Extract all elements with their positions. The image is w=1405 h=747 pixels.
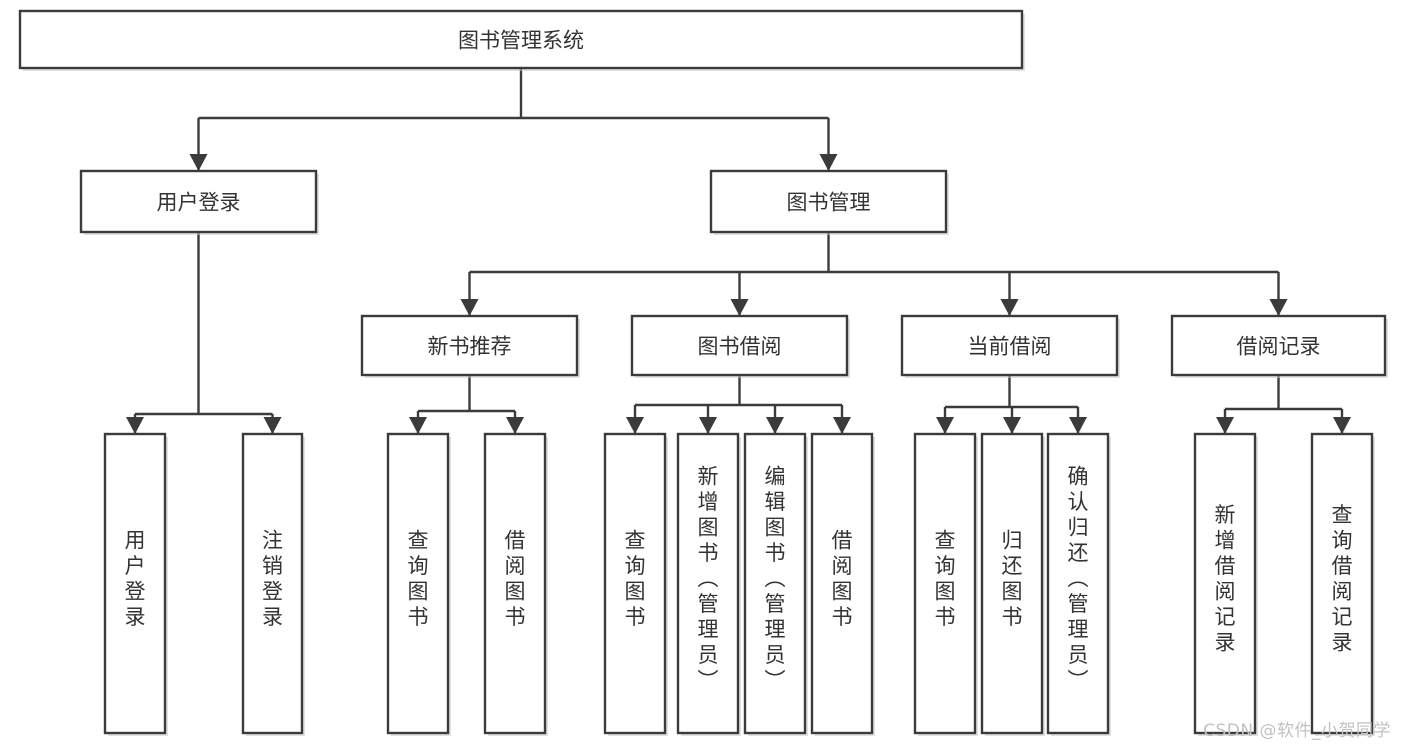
- node-label: 借阅记录: [1237, 335, 1321, 359]
- node-rect[interactable]: [386, 432, 450, 735]
- node-label: 用户登录: [125, 528, 146, 629]
- node-rect[interactable]: [79, 169, 318, 234]
- node-label: 借阅图书: [832, 528, 853, 629]
- node-rect[interactable]: [1046, 432, 1110, 735]
- node-leaf-borrow-book[interactable]: 借阅图书: [810, 432, 875, 736]
- node-leaf-borrow-book-rec[interactable]: 借阅图书: [483, 432, 548, 736]
- node-rect[interactable]: [18, 9, 1024, 70]
- node-new-book-rec[interactable]: 新书推荐: [360, 314, 580, 378]
- node-label: 确认归还︵管理员︶: [1068, 465, 1089, 693]
- arrow-head: [819, 154, 838, 171]
- arrow-head: [1003, 417, 1021, 434]
- arrow-head: [626, 417, 644, 434]
- node-rect[interactable]: [1310, 432, 1374, 735]
- node-leaf-query-book-borrow[interactable]: 查询图书: [603, 432, 668, 736]
- node-rect[interactable]: [810, 432, 874, 735]
- node-leaf-query-book-rec[interactable]: 查询图书: [386, 432, 451, 736]
- node-label: 查询图书: [408, 528, 429, 629]
- arrow-head: [1069, 417, 1087, 434]
- node-rect[interactable]: [1193, 432, 1257, 735]
- arrow-head: [1216, 417, 1234, 434]
- node-leaf-logout[interactable]: 注销登录: [241, 432, 305, 736]
- node-rect[interactable]: [709, 169, 948, 234]
- arrow-head: [936, 417, 954, 434]
- connector-layer: [126, 68, 1351, 434]
- node-leaf-user-login[interactable]: 用户登录: [103, 432, 168, 736]
- node-label: 编辑图书︵管理员︶: [765, 465, 786, 693]
- arrow-head: [1000, 299, 1019, 316]
- node-rect[interactable]: [483, 432, 547, 735]
- node-label: 新增借阅记录: [1215, 503, 1236, 655]
- arrow-head: [263, 417, 282, 434]
- node-root[interactable]: 图书管理系统: [18, 9, 1025, 71]
- node-label: 查询图书: [625, 528, 646, 629]
- arrow-head: [460, 299, 479, 316]
- arrow-head: [1333, 417, 1351, 434]
- node-rect[interactable]: [676, 432, 740, 735]
- node-label: 查询借阅记录: [1332, 503, 1353, 655]
- node-leaf-edit-book[interactable]: 编辑图书︵管理员︶: [743, 432, 808, 736]
- node-user-login[interactable]: 用户登录: [79, 169, 319, 235]
- node-leaf-add-record[interactable]: 新增借阅记录: [1193, 432, 1258, 736]
- node-book-borrow[interactable]: 图书借阅: [630, 314, 850, 378]
- node-rect[interactable]: [103, 432, 167, 735]
- node-label: 当前借阅: [968, 335, 1052, 359]
- node-label: 注销登录: [262, 528, 283, 629]
- node-rect[interactable]: [900, 314, 1119, 377]
- node-label: 新增图书︵管理员︶: [698, 465, 719, 693]
- node-label: 查询图书: [935, 528, 956, 629]
- arrow-head: [1269, 299, 1288, 316]
- node-rect[interactable]: [241, 432, 304, 735]
- node-rect[interactable]: [360, 314, 579, 377]
- node-label: 用户登录: [157, 191, 241, 215]
- arrow-head: [189, 154, 208, 171]
- node-label: 归还图书: [1002, 528, 1023, 629]
- arrow-head: [833, 417, 851, 434]
- arrow-head: [506, 417, 524, 434]
- node-label: 新书推荐: [428, 335, 512, 359]
- arrow-head: [699, 417, 717, 434]
- node-leaf-return-book[interactable]: 归还图书: [980, 432, 1045, 736]
- arrow-head: [730, 299, 749, 316]
- node-book-manage[interactable]: 图书管理: [709, 169, 949, 235]
- node-rect[interactable]: [913, 432, 977, 735]
- node-label: 图书管理系统: [458, 29, 584, 53]
- node-label: 借阅图书: [505, 528, 526, 629]
- node-current-borrow[interactable]: 当前借阅: [900, 314, 1120, 378]
- node-rect[interactable]: [1170, 314, 1387, 377]
- csdn-watermark: CSDN @软件_小贺同学: [1203, 721, 1391, 741]
- node-leaf-add-book[interactable]: 新增图书︵管理员︶: [676, 432, 741, 736]
- node-leaf-confirm-return[interactable]: 确认归还︵管理员︶: [1046, 432, 1111, 736]
- node-leaf-query-book-cur[interactable]: 查询图书: [913, 432, 978, 736]
- node-leaf-query-record[interactable]: 查询借阅记录: [1310, 432, 1375, 736]
- node-rect[interactable]: [630, 314, 849, 377]
- node-rect[interactable]: [603, 432, 667, 735]
- node-layer: 图书管理系统用户登录图书管理新书推荐图书借阅当前借阅借阅记录用户登录注销登录查询…: [18, 9, 1388, 736]
- arrow-head: [409, 417, 427, 434]
- node-label: 图书管理: [787, 191, 871, 215]
- node-borrow-record[interactable]: 借阅记录: [1170, 314, 1388, 378]
- node-label: 图书借阅: [698, 335, 782, 359]
- arrow-head: [766, 417, 784, 434]
- node-rect[interactable]: [980, 432, 1044, 735]
- node-rect[interactable]: [743, 432, 807, 735]
- arrow-head: [126, 417, 144, 434]
